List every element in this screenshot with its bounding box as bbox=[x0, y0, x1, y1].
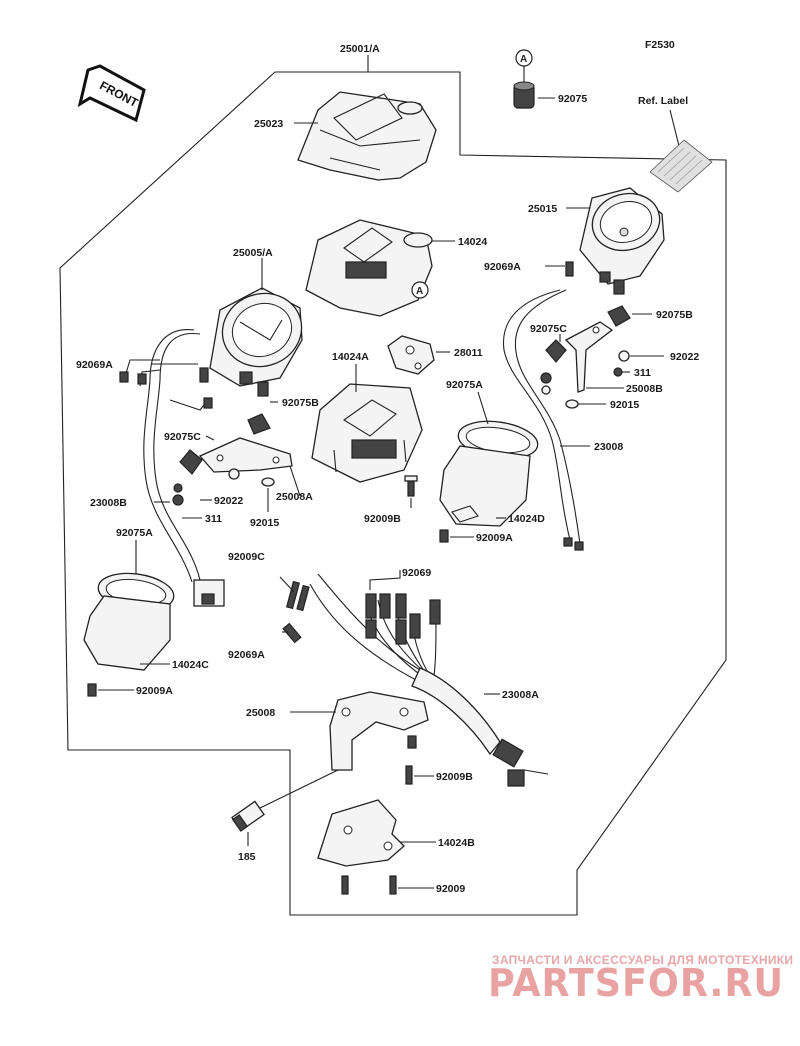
label-25005a: 25005/A bbox=[233, 247, 273, 259]
watermark: ЗАПЧАСТИ И АКСЕССУАРЫ ДЛЯ МОТОТЕХНИКИ PA… bbox=[488, 953, 793, 1005]
figure-code: F2530 bbox=[645, 39, 675, 51]
svg-text:A: A bbox=[520, 54, 527, 65]
label-92069a-left: 92069A bbox=[76, 359, 113, 371]
bracket-28011 bbox=[387, 335, 435, 375]
label-92009: 92009 bbox=[436, 883, 465, 895]
label-14024b: 14024B bbox=[438, 837, 475, 849]
label-23008: 23008 bbox=[594, 441, 623, 453]
label-92075c-left: 92075C bbox=[164, 431, 201, 443]
grommet-92022-right bbox=[618, 350, 630, 362]
label-92015-left: 92015 bbox=[250, 517, 279, 529]
collar-92015-left bbox=[261, 477, 275, 487]
harness-23008b-left bbox=[153, 332, 201, 581]
grommet-92075 bbox=[513, 81, 535, 109]
label-14024d: 14024D bbox=[508, 513, 545, 525]
socket-92069a-bottom bbox=[282, 622, 302, 644]
label-92075c-right: 92075C bbox=[530, 323, 567, 335]
bracket-25008a bbox=[198, 437, 293, 473]
label-92069a-bottom: 92069A bbox=[228, 649, 265, 661]
clip-92075b-right bbox=[607, 305, 631, 327]
label-23008b: 23008B bbox=[90, 497, 127, 509]
label-92009b-b: 92009B bbox=[436, 771, 473, 783]
label-14024c: 14024C bbox=[172, 659, 209, 671]
socket-92069a-left bbox=[199, 367, 209, 383]
callout-a-mid: A bbox=[411, 281, 429, 299]
grommet-92022-left bbox=[228, 468, 240, 480]
label-14024: 14024 bbox=[458, 236, 487, 248]
label-23008a: 23008A bbox=[502, 689, 539, 701]
label-92009a-right: 92009A bbox=[476, 532, 513, 544]
label-92075a-right: 92075A bbox=[446, 379, 483, 391]
clip-92075b-left bbox=[247, 413, 271, 435]
ref-label: Ref. Label bbox=[638, 95, 688, 107]
screw-92009a-right bbox=[439, 529, 449, 543]
screw-92009a-left bbox=[87, 683, 97, 697]
label-92015-right: 92015 bbox=[610, 399, 639, 411]
screws-92009c bbox=[286, 580, 310, 612]
label-25001a: 25001/A bbox=[340, 43, 380, 55]
label-185: 185 bbox=[238, 851, 256, 863]
label-92009c: 92009C bbox=[228, 551, 265, 563]
svg-text:A: A bbox=[416, 286, 423, 297]
label-311-left: 311 bbox=[205, 513, 222, 525]
label-14024a: 14024A bbox=[332, 351, 369, 363]
meter-25015 bbox=[579, 187, 665, 295]
label-25008b: 25008B bbox=[626, 383, 663, 395]
label-92069a-right: 92069A bbox=[484, 261, 521, 273]
cover-14024b bbox=[317, 799, 405, 867]
socket-92069a-right bbox=[565, 261, 574, 277]
label-92069: 92069 bbox=[402, 567, 431, 579]
harness-23008a bbox=[309, 573, 549, 787]
label-92009a-left: 92009A bbox=[136, 685, 173, 697]
label-25008a: 25008A bbox=[276, 491, 313, 503]
cover-14024d bbox=[439, 445, 531, 527]
holder-92075c-right bbox=[545, 339, 567, 363]
cover-14024c bbox=[83, 595, 171, 671]
label-92075b-right: 92075B bbox=[656, 309, 693, 321]
watermark-logo: PARTSFOR.RU bbox=[488, 961, 784, 1005]
connector-23008b bbox=[193, 579, 225, 607]
label-92075b-left: 92075B bbox=[282, 397, 319, 409]
housing-14024a bbox=[311, 383, 423, 483]
label-92009b-a: 92009B bbox=[364, 513, 401, 525]
part-labels: 25001/A 25023 92075 25015 14024 25005/A … bbox=[76, 43, 699, 895]
cover-14024 bbox=[305, 219, 433, 317]
label-25015: 25015 bbox=[528, 203, 557, 215]
callout-a-top: A bbox=[515, 49, 533, 82]
label-28011: 28011 bbox=[454, 347, 483, 359]
label-25008: 25008 bbox=[246, 707, 275, 719]
top-cover-25023 bbox=[297, 91, 437, 181]
assembly-boundary bbox=[59, 71, 727, 916]
bracket-25008 bbox=[329, 691, 429, 771]
holder-92075c-left bbox=[179, 449, 203, 475]
front-arrow-icon: FRONT bbox=[77, 64, 146, 123]
bracket-25008b bbox=[564, 321, 614, 393]
screw-92009b-b bbox=[405, 765, 413, 785]
watermark-tagline: ЗАПЧАСТИ И АКСЕССУАРЫ ДЛЯ МОТОТЕХНИКИ bbox=[492, 953, 793, 967]
label-311-right: 311 bbox=[634, 367, 651, 379]
label-92075a-left: 92075A bbox=[116, 527, 153, 539]
screws-92009 bbox=[341, 875, 397, 895]
sockets-92069 bbox=[365, 593, 441, 645]
label-92022-left: 92022 bbox=[214, 495, 243, 507]
nut-311-right bbox=[613, 367, 623, 377]
label-92075: 92075 bbox=[558, 93, 587, 105]
bolt-185 bbox=[231, 800, 265, 832]
ref-label-sticker bbox=[649, 139, 713, 193]
nut-311-left bbox=[172, 494, 184, 506]
label-92022-right: 92022 bbox=[670, 351, 699, 363]
harness-23008-right bbox=[502, 289, 571, 541]
meter-25005a bbox=[209, 287, 303, 397]
collar-92015-right bbox=[565, 399, 579, 409]
label-25023: 25023 bbox=[254, 118, 283, 130]
screw-92009b-a bbox=[404, 475, 418, 497]
